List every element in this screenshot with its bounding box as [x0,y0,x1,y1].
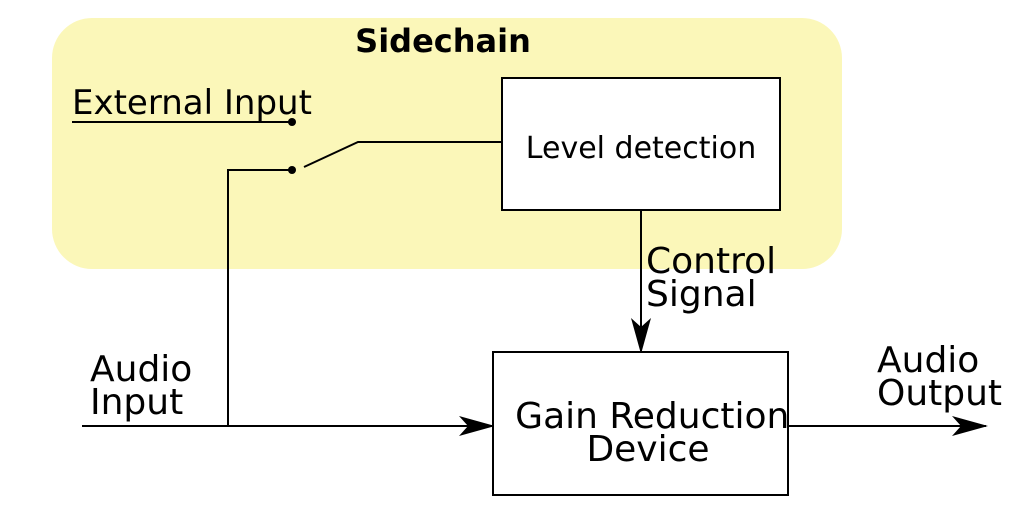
internal-sidechain-line [227,169,292,426]
sidechain-title: Sidechain [355,22,531,60]
audio-output-line1: Audio [877,340,979,381]
control-signal-line2: Signal [646,274,757,315]
audio-output-line2: Output [877,373,1002,414]
audio-input-label: Audio Input [90,349,204,423]
gain-reduction-line2: Device [586,429,709,470]
external-input-terminal [288,118,296,126]
control-signal-label: Control Signal [646,241,788,315]
audio-input-line2: Input [90,382,183,423]
level-detection-label: Level detection [526,131,756,166]
external-input-label: External Input [72,83,312,123]
level-detection-box [501,77,781,211]
control-signal-line1: Control [646,241,776,282]
gain-reduction-line1: Gain Reduction [515,396,789,437]
switch-lever [303,141,502,168]
audio-output-label: Audio Output [877,340,1002,414]
gain-reduction-box [492,351,789,496]
gain-reduction-label: Gain Reduction Device [515,396,801,470]
audio-input-line1: Audio [90,349,192,390]
